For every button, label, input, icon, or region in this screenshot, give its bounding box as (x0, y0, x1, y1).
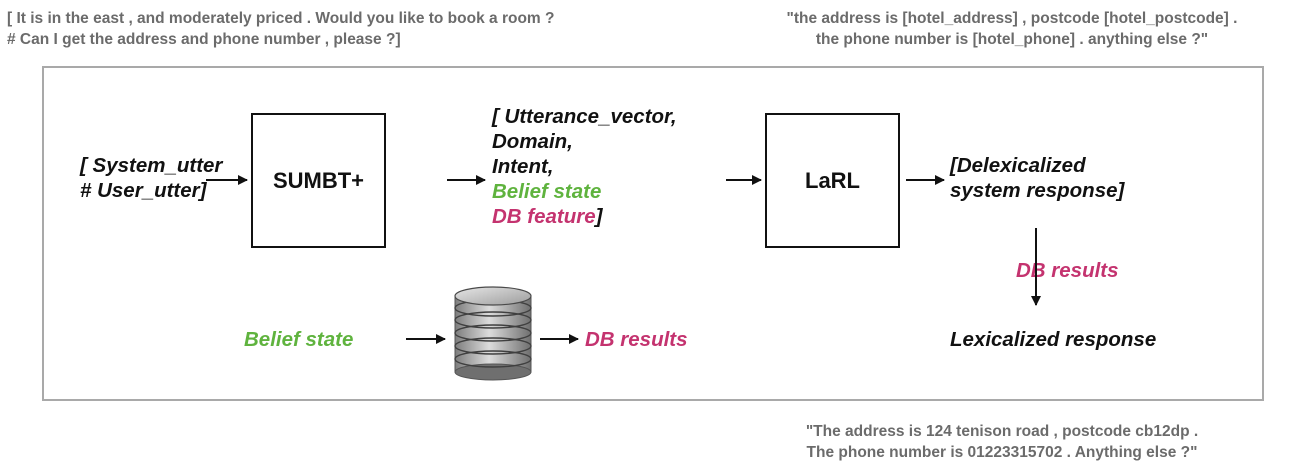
db-lookup-belief-state: Belief state (244, 328, 354, 351)
db-lookup-db-results: DB results (585, 328, 688, 351)
caption-top-right: "the address is [hotel_address] , postco… (732, 8, 1292, 50)
intermediate-belief-state: Belief state (492, 180, 602, 203)
output-line-2: system response] (950, 179, 1125, 202)
intermediate-db-feature-line: DB feature] (492, 204, 677, 229)
output-line-1: [Delexicalized (950, 154, 1086, 177)
intermediate-domain: Domain, (492, 130, 573, 153)
input-user-utter: # User_utter] (80, 179, 207, 202)
intermediate-closing-bracket: ] (595, 205, 603, 228)
caption-bottom-right-line-2: The phone number is 01223315702 . Anythi… (806, 444, 1198, 461)
input-system-utter: [ System_utter (80, 154, 223, 177)
intermediate-intent: Intent, (492, 155, 554, 178)
input-utterances: [ System_utter # User_utter] (80, 153, 222, 203)
caption-top-left-line-2: # Can I get the address and phone number… (7, 31, 401, 48)
pipeline-frame (42, 66, 1264, 401)
caption-top-left: [ It is in the east , and moderately pri… (7, 8, 554, 50)
delexicalized-output: [Delexicalized system response] (950, 153, 1124, 203)
caption-bottom-right: "The address is 124 tenison road , postc… (712, 421, 1292, 463)
sumbt-label: SUMBT+ (272, 167, 365, 193)
larl-label: LaRL (805, 167, 860, 193)
intermediate-representation: [ Utterance_vector, Domain, Intent, Beli… (492, 104, 677, 229)
caption-top-right-line-1: "the address is [hotel_address] , postco… (786, 10, 1238, 27)
db-results-side-label: DB results (1016, 259, 1119, 282)
caption-bottom-right-line-1: "The address is 124 tenison road , postc… (805, 423, 1199, 440)
lexicalized-response-label: Lexicalized response (950, 328, 1157, 351)
intermediate-db-feature: DB feature (492, 205, 596, 228)
caption-top-left-line-1: [ It is in the east , and moderately pri… (7, 10, 555, 27)
intermediate-utterance-vector: [ Utterance_vector, (492, 105, 677, 128)
caption-top-right-line-2: the phone number is [hotel_phone] . anyt… (815, 31, 1209, 48)
sumbt-box: SUMBT+ (251, 113, 386, 248)
larl-box: LaRL (765, 113, 900, 248)
